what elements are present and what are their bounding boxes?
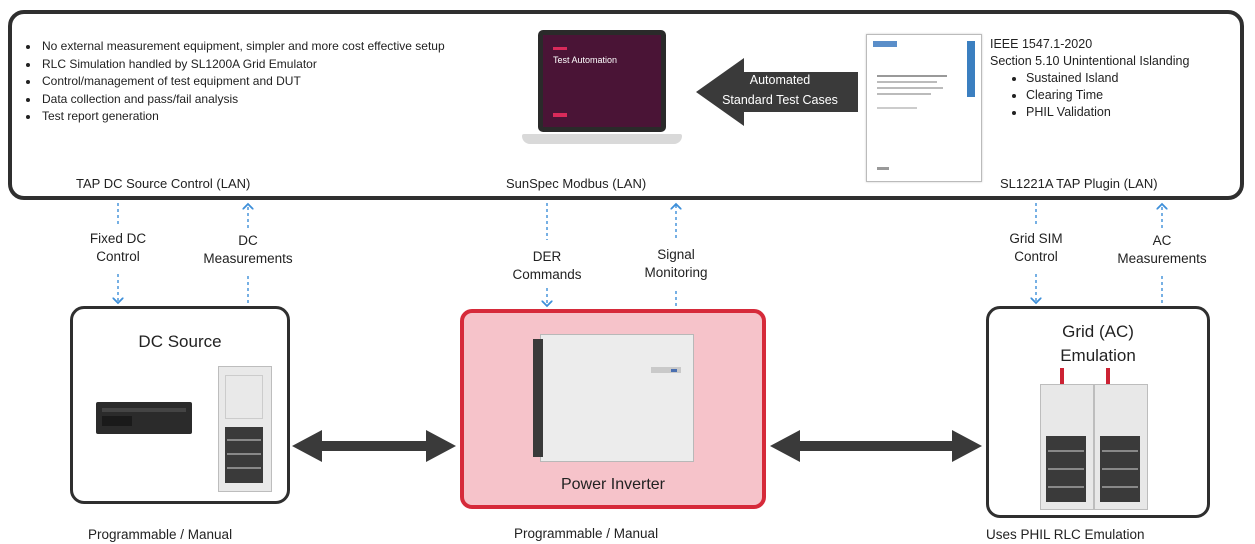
dc-meas-label: DC Measurements bbox=[188, 232, 308, 268]
grid-title-line: Grid (AC) bbox=[1062, 322, 1134, 341]
inverter-image bbox=[533, 334, 694, 462]
feature-item: Test report generation bbox=[40, 108, 480, 126]
lan-label-grid: SL1221A TAP Plugin (LAN) bbox=[1000, 176, 1158, 191]
fixed-dc-label: Fixed DC Control bbox=[68, 230, 168, 266]
laptop-screen-title: Test Automation bbox=[553, 55, 618, 65]
grid-title-line: Emulation bbox=[1060, 346, 1136, 365]
feature-list: No external measurement equipment, simpl… bbox=[26, 38, 480, 126]
label-line: AC bbox=[1152, 233, 1172, 248]
dc-source-title: DC Source bbox=[138, 332, 222, 351]
inverter-title: Power Inverter bbox=[560, 476, 666, 493]
label-line: Signal bbox=[657, 247, 695, 262]
grid-emulator-image bbox=[1040, 368, 1150, 510]
ieee-title: IEEE 1547.1-2020 bbox=[990, 37, 1093, 51]
automated-label-line: Automated bbox=[749, 73, 811, 87]
der-label: DER Commands bbox=[497, 248, 597, 284]
label-line: Grid SIM bbox=[1009, 231, 1063, 246]
inverter-caption: Programmable / Manual bbox=[514, 526, 659, 541]
automated-label: Automated Standard Test Cases bbox=[700, 70, 860, 110]
lan-label-dc: TAP DC Source Control (LAN) bbox=[76, 176, 251, 191]
label-line: Commands bbox=[512, 267, 582, 282]
feature-item: Data collection and pass/fail analysis bbox=[40, 91, 480, 109]
label-line: Control bbox=[96, 249, 140, 264]
feature-item: RLC Simulation handled by SL1200A Grid E… bbox=[40, 56, 480, 74]
grid-sim-label: Grid SIM Control bbox=[986, 230, 1086, 266]
inverter-to-grid-arrow bbox=[770, 430, 982, 462]
dc-source-cabinet-image bbox=[218, 366, 272, 492]
label-line: Measurements bbox=[1117, 251, 1207, 266]
label-line: DER bbox=[532, 249, 562, 264]
grid-title: Grid (AC) Emulation bbox=[986, 320, 1210, 368]
signal-label: Signal Monitoring bbox=[626, 246, 726, 282]
label-line: Control bbox=[1014, 249, 1058, 264]
dc-to-inverter-arrow bbox=[292, 430, 456, 462]
ieee-document-image bbox=[866, 34, 982, 182]
ieee-test-item: Clearing Time bbox=[1026, 87, 1250, 104]
ieee-test-list: Sustained Island Clearing Time PHIL Vali… bbox=[990, 70, 1250, 121]
ieee-section: Section 5.10 Unintentional Islanding bbox=[990, 54, 1190, 68]
automated-label-line: Standard Test Cases bbox=[722, 93, 838, 107]
label-line: Measurements bbox=[203, 251, 293, 266]
grid-caption: Uses PHIL RLC Emulation bbox=[986, 527, 1145, 542]
label-line: Monitoring bbox=[644, 265, 708, 280]
feature-item: No external measurement equipment, simpl… bbox=[40, 38, 480, 56]
ac-meas-label: AC Measurements bbox=[1102, 232, 1222, 268]
label-line: DC bbox=[238, 233, 258, 248]
label-line: Fixed DC bbox=[89, 231, 147, 246]
laptop-image: Test Automation bbox=[518, 30, 686, 154]
feature-item: Control/management of test equipment and… bbox=[40, 73, 480, 91]
dc-source-rack-image bbox=[96, 402, 192, 434]
ieee-test-item: Sustained Island bbox=[1026, 70, 1250, 87]
dc-source-caption: Programmable / Manual bbox=[88, 527, 233, 542]
ieee-test-item: PHIL Validation bbox=[1026, 104, 1250, 121]
lan-label-sunspec: SunSpec Modbus (LAN) bbox=[506, 176, 647, 191]
ieee-text: IEEE 1547.1-2020 Section 5.10 Unintentio… bbox=[990, 36, 1250, 121]
